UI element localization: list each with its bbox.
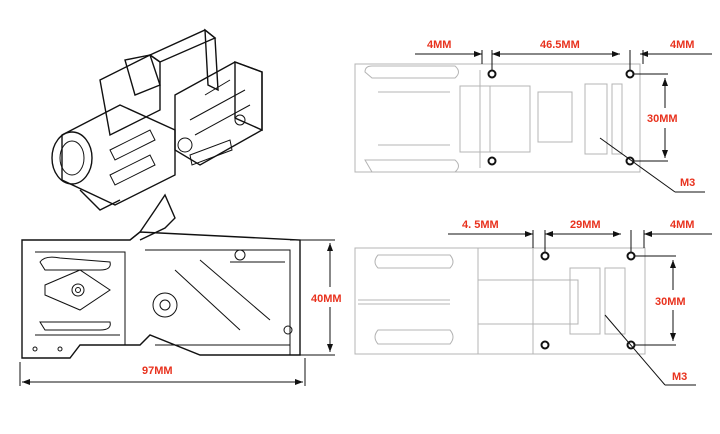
isometric-view [51, 28, 263, 211]
dim-bottom-hole-spacing: 29MM [570, 219, 601, 231]
dim-bottom-left-offset: 4. 5MM [462, 219, 499, 231]
dim-bottom-screw: M3 [672, 371, 687, 383]
dim-top-left-offset: 4MM [427, 39, 451, 51]
top-plan-view: 4MM 46.5MM 4MM 30MM M3 [354, 39, 712, 193]
dim-top-screw: M3 [680, 177, 695, 189]
dim-top-hole-spacing: 46.5MM [540, 39, 580, 51]
dim-top-right-offset: 4MM [670, 39, 694, 51]
side-view: 40MM 97MM [19, 193, 342, 386]
bottom-plan-view: 4. 5MM 29MM 4MM 30MM M3 [354, 219, 712, 386]
dim-side-length: 97MM [142, 365, 173, 377]
dim-top-vertical-spacing: 30MM [647, 113, 678, 125]
dim-bottom-vertical-spacing: 30MM [655, 296, 686, 308]
dim-bottom-right-offset: 4MM [670, 219, 694, 231]
dim-side-height: 40MM [311, 293, 342, 305]
